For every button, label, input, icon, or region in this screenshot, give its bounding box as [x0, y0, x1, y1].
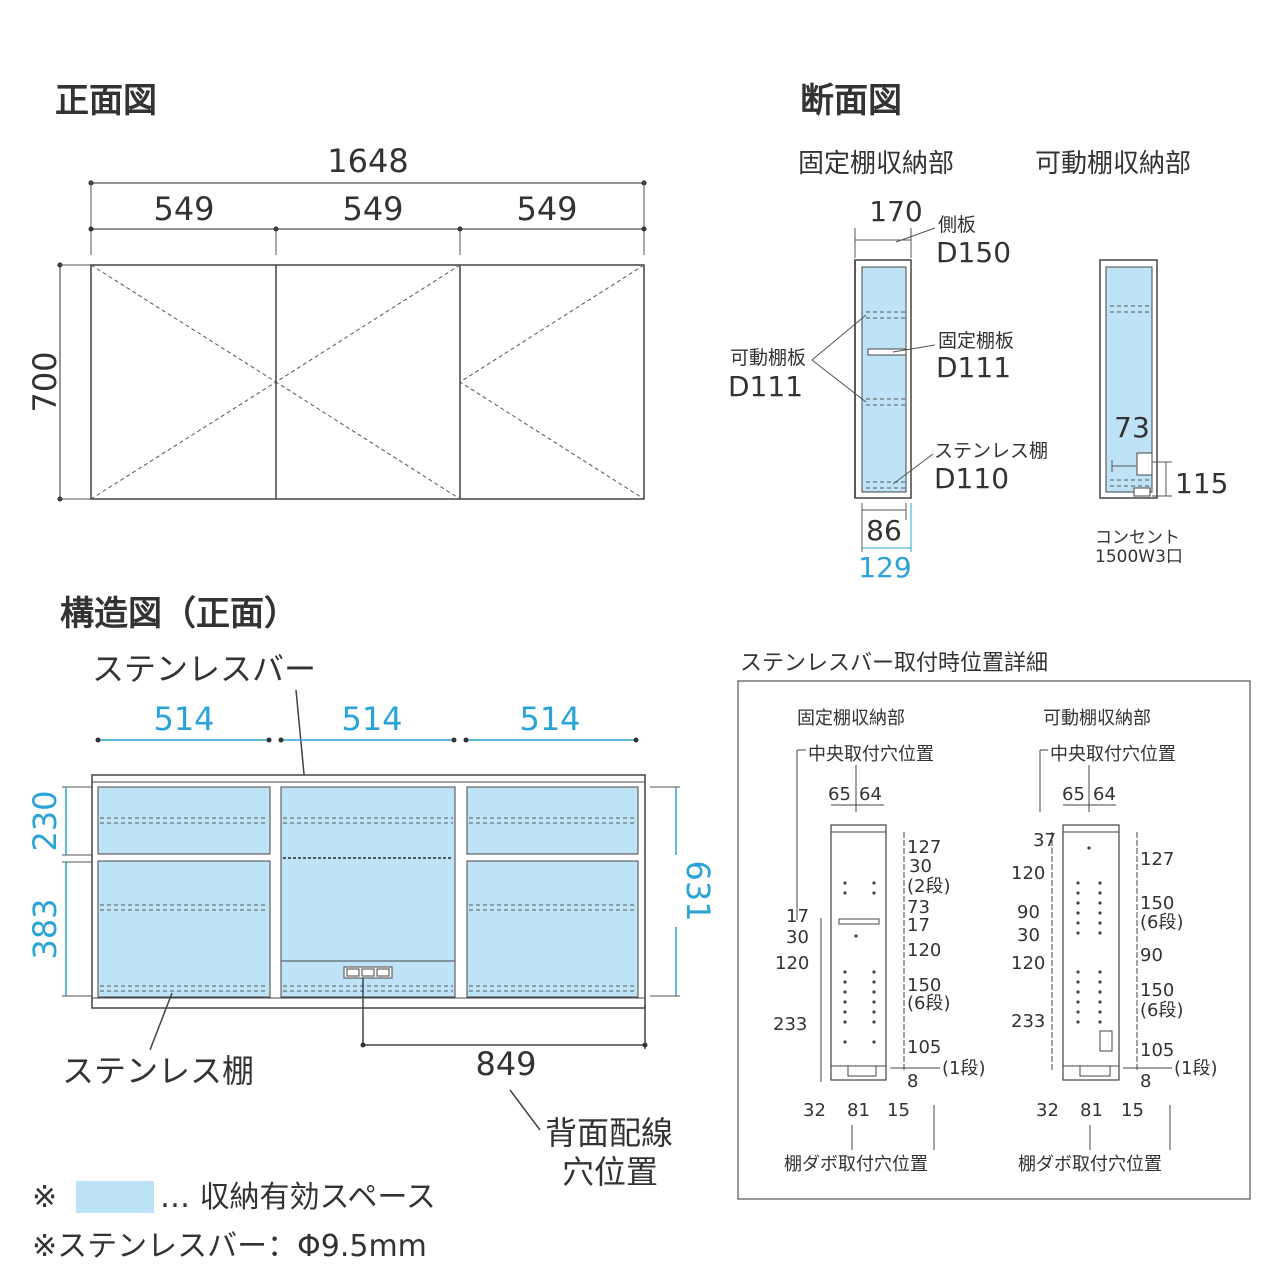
section-inner-depth: 86 — [866, 514, 902, 547]
stainless-shelf-label: ステンレス棚 — [934, 440, 1048, 462]
outlet-height: 73 — [1114, 411, 1150, 444]
detail-fixed-right-127: 127 — [907, 837, 941, 858]
detail-fixed-top-b: 64 — [859, 784, 882, 805]
section-movable-cabinet — [1099, 259, 1158, 499]
section-title: 断面図 — [800, 81, 902, 121]
front-cabinet — [90, 264, 645, 500]
outlet-label: コンセント — [1095, 528, 1180, 548]
detail-movable: 可動棚収納部 中央取付穴位置 65 64 37 120 — [1011, 708, 1218, 1175]
detail-movable-bottom-81: 81 — [1080, 1100, 1103, 1121]
detail-fixed-right-73: 73 — [907, 897, 930, 918]
section-fixed-cabinet — [854, 259, 912, 499]
detail-movable-top-a: 65 — [1062, 784, 1085, 805]
bar-note: ※ステンレスバー：Φ9.5mm — [32, 1229, 427, 1264]
side-panel-depth: D150 — [936, 236, 1011, 269]
detail-fixed-right-17: 17 — [907, 915, 930, 936]
section-movable-label: 可動棚収納部 — [1035, 149, 1191, 179]
detail-movable-left-90: 90 — [1017, 902, 1040, 923]
legend-swatch — [76, 1181, 154, 1213]
front-seg1-width: 549 — [153, 190, 214, 228]
movable-shelf-label: 可動棚板 — [730, 347, 806, 369]
section-depth: 170 — [869, 195, 922, 228]
detail-movable-left-120b: 120 — [1011, 953, 1045, 974]
fixed-shelf-depth: D111 — [936, 351, 1011, 384]
detail-movable-left-30: 30 — [1017, 925, 1040, 946]
detail-movable-center-hole: 中央取付穴位置 — [1050, 744, 1176, 765]
section-fixed-label: 固定棚収納部 — [798, 149, 954, 179]
structure-cabinet — [91, 774, 646, 1009]
front-seg2-width: 549 — [342, 190, 403, 228]
structure-h-upper: 230 — [26, 790, 64, 851]
detail-movable-left-233: 233 — [1011, 1011, 1045, 1032]
detail-movable-top-b: 64 — [1093, 784, 1116, 805]
detail-fixed-dowel: 棚ダボ取付穴位置 — [784, 1154, 928, 1175]
detail-fixed: 固定棚収納部 中央取付穴位置 65 64 17 30 120 233 — [773, 708, 986, 1175]
detail-fixed-left-17: 17 — [786, 906, 809, 927]
detail-movable-right-150: 150 — [1140, 893, 1174, 914]
wiring-label-2: 穴位置 — [562, 1153, 658, 1191]
movable-shelf-depth: D111 — [728, 370, 803, 403]
front-seg3-width: 549 — [516, 190, 577, 228]
detail-fixed-right-105: 105 — [907, 1037, 941, 1058]
detail-movable-left-37: 37 — [1033, 830, 1056, 851]
detail-movable-bottom-32: 32 — [1036, 1100, 1059, 1121]
detail-fixed-right-150: 150 — [907, 975, 941, 996]
structure-w3: 514 — [519, 700, 580, 738]
structure-shelf-label: ステンレス棚 — [62, 1052, 254, 1090]
detail-fixed-right-6dan: (6段) — [907, 993, 951, 1014]
detail-fixed-right-2dan: (2段) — [907, 876, 951, 897]
wiring-width: 849 — [475, 1045, 536, 1083]
detail-movable-right-8: 8 — [1140, 1071, 1151, 1092]
stainless-shelf-depth: D110 — [934, 462, 1009, 495]
detail-movable-left-120: 120 — [1011, 863, 1045, 884]
wiring-label-1: 背面配線 — [545, 1114, 673, 1152]
detail-movable-dowel: 棚ダボ取付穴位置 — [1018, 1154, 1162, 1175]
outlet-spec: 1500W3口 — [1095, 547, 1183, 567]
detail-movable-right-105: 105 — [1140, 1040, 1174, 1061]
detail-movable-right-1dan: (1段) — [1174, 1058, 1218, 1079]
legend-text: … 収納有効スペース — [160, 1180, 436, 1215]
structure-title: 構造図（正面） — [60, 594, 298, 634]
detail-fixed-top-a: 65 — [828, 784, 851, 805]
detail-fixed-right-1dan: (1段) — [942, 1058, 986, 1079]
fixed-shelf-label: 固定棚板 — [938, 330, 1014, 352]
side-panel-label: 側板 — [938, 214, 976, 236]
detail-fixed-right-120: 120 — [907, 940, 941, 961]
detail-fixed-center-hole: 中央取付穴位置 — [808, 744, 934, 765]
detail-title: ステンレスバー取付時位置詳細 — [740, 651, 1048, 676]
detail-fixed-right-8: 8 — [907, 1071, 918, 1092]
detail-movable-right-6dan-b: (6段) — [1140, 1000, 1184, 1021]
structure-w1: 514 — [153, 700, 214, 738]
detail-movable-right-150b: 150 — [1140, 980, 1174, 1001]
outlet-offset: 115 — [1175, 467, 1228, 500]
detail-frame — [737, 680, 1251, 1200]
detail-fixed-left-233: 233 — [773, 1014, 807, 1035]
detail-fixed-bottom-81: 81 — [847, 1100, 870, 1121]
detail-fixed-bottom-15: 15 — [887, 1100, 910, 1121]
detail-movable-right-6dan: (6段) — [1140, 912, 1184, 933]
stainless-bar-label: ステンレスバー — [92, 650, 316, 688]
front-title: 正面図 — [55, 81, 157, 121]
structure-w2: 514 — [341, 700, 402, 738]
detail-movable-right-90: 90 — [1140, 945, 1163, 966]
detail-fixed-bottom-32: 32 — [803, 1100, 826, 1121]
detail-fixed-left-30: 30 — [786, 927, 809, 948]
structure-h-total: 631 — [679, 860, 717, 921]
structure-h-lower: 383 — [26, 898, 64, 959]
detail-fixed-right-30: 30 — [909, 856, 932, 877]
detail-fixed-label: 固定棚収納部 — [797, 708, 905, 729]
detail-fixed-left-120: 120 — [775, 953, 809, 974]
front-height: 700 — [26, 351, 64, 412]
section-effective-depth: 129 — [858, 551, 911, 584]
legend-prefix: ※ — [32, 1180, 57, 1215]
detail-movable-bottom-15: 15 — [1121, 1100, 1144, 1121]
front-total-width: 1648 — [327, 142, 408, 180]
detail-movable-right-127: 127 — [1140, 849, 1174, 870]
detail-movable-label: 可動棚収納部 — [1043, 708, 1151, 729]
